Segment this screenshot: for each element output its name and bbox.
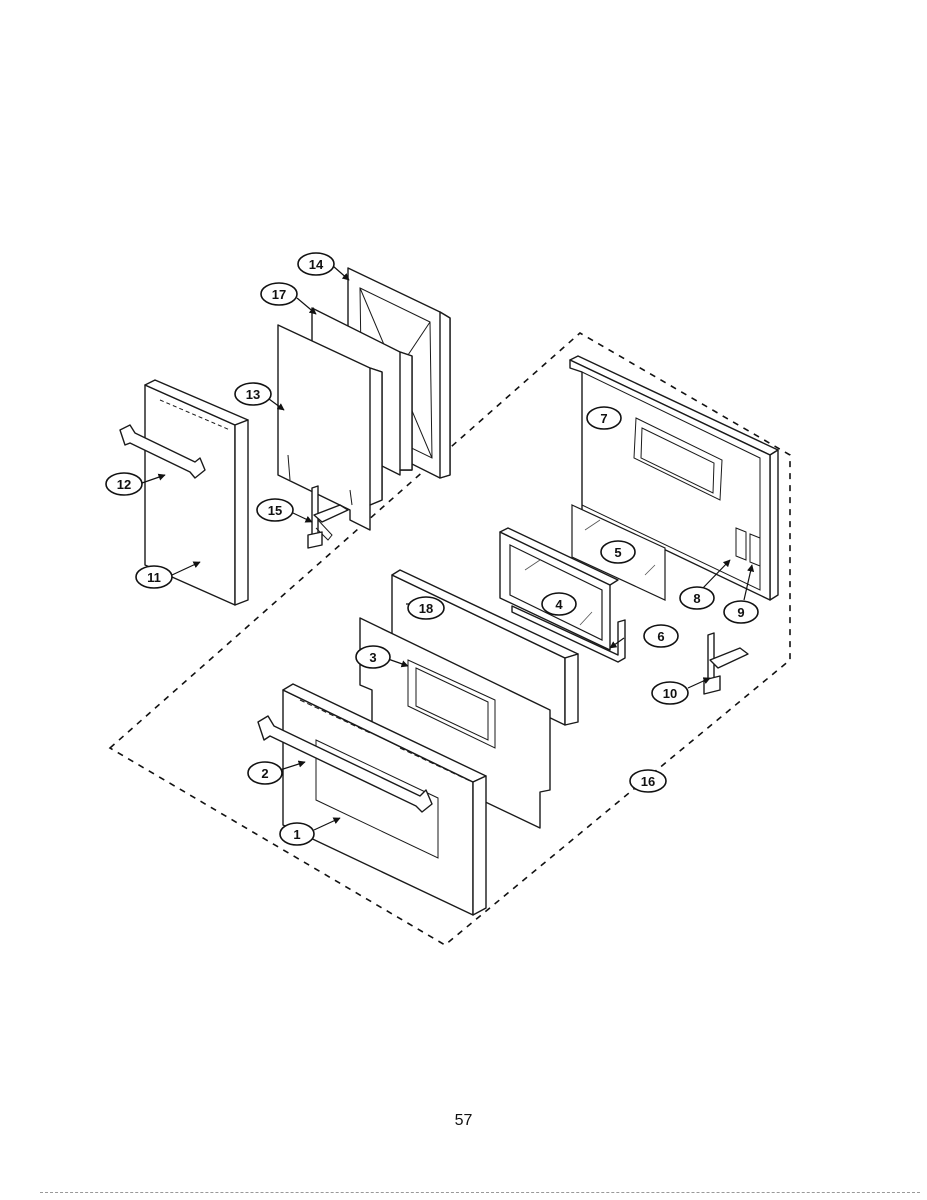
callout-10: 10: [651, 681, 689, 705]
svg-text:10: 10: [663, 686, 677, 701]
svg-text:2: 2: [261, 766, 268, 781]
callout-15: 15: [256, 498, 294, 522]
part-3-inner-panel: [359, 617, 551, 829]
svg-text:6: 6: [657, 629, 664, 644]
callout-6: 6: [643, 624, 679, 648]
callout-7: 7: [586, 406, 622, 430]
part-15-hinge: [307, 485, 349, 549]
door-assembly-boundary: [108, 332, 791, 946]
callout-16: 16: [629, 769, 667, 793]
callout-4: 4: [541, 592, 577, 616]
svg-text:17: 17: [272, 287, 286, 302]
callout-11: 11: [135, 565, 173, 589]
callout-5: 5: [600, 540, 636, 564]
svg-text:11: 11: [147, 570, 161, 585]
svg-text:7: 7: [600, 411, 607, 426]
part-13-door-panel: [277, 324, 383, 531]
svg-text:14: 14: [309, 257, 324, 272]
svg-text:4: 4: [555, 597, 563, 612]
svg-text:3: 3: [369, 650, 376, 665]
bottom-scan-edge: [40, 1192, 920, 1193]
svg-text:18: 18: [419, 601, 433, 616]
callout-14: 14: [297, 252, 335, 276]
part-1-outer-door: [282, 683, 487, 916]
callout-8: 8: [679, 586, 715, 610]
svg-text:8: 8: [693, 591, 700, 606]
callout-13: 13: [234, 382, 272, 406]
callout-3: 3: [355, 645, 391, 669]
callout-18: 18: [407, 596, 445, 620]
svg-text:9: 9: [737, 605, 744, 620]
svg-text:16: 16: [641, 774, 655, 789]
callout-12: 12: [105, 472, 143, 496]
part-6-retainer: [511, 605, 626, 663]
leader-lines: [141, 265, 755, 831]
callout-2: 2: [247, 761, 283, 785]
part-2-handle: [257, 715, 433, 813]
callout-9: 9: [723, 600, 759, 624]
callout-1: 1: [279, 822, 315, 846]
svg-text:5: 5: [614, 545, 621, 560]
page-number: 57: [454, 1112, 473, 1129]
part-10-hinge: [703, 632, 749, 695]
svg-text:12: 12: [117, 477, 131, 492]
svg-text:15: 15: [268, 503, 282, 518]
part-12-handle: [119, 424, 206, 479]
svg-text:13: 13: [246, 387, 260, 402]
callout-17: 17: [260, 282, 298, 306]
svg-text:1: 1: [293, 827, 300, 842]
part-11-outer-door: [144, 379, 249, 606]
